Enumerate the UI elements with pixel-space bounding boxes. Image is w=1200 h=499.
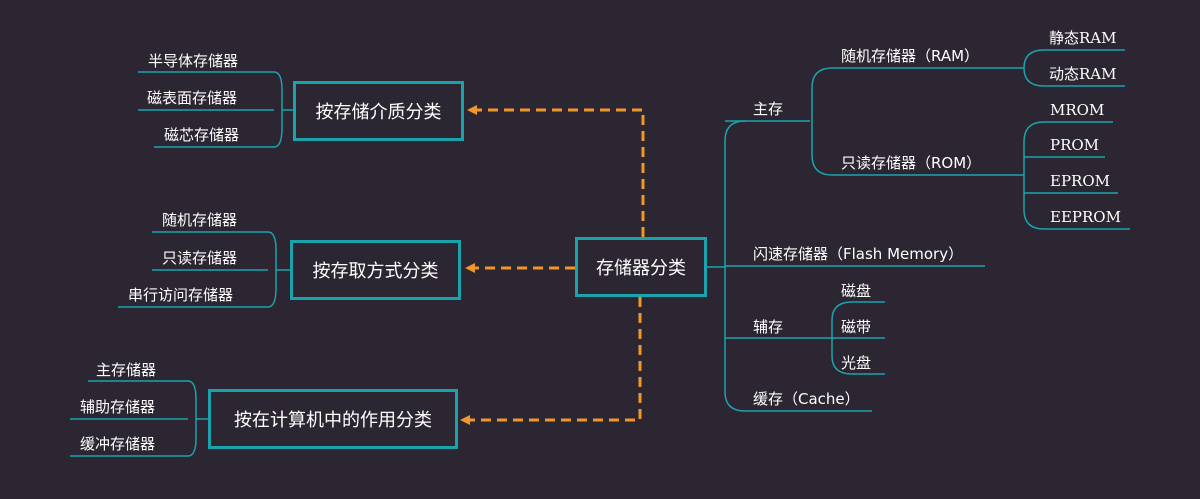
- leaf-magnetic-disk: 磁盘: [841, 282, 872, 300]
- category-box-role: 按在计算机中的作用分类: [208, 389, 458, 449]
- leaf-magnetic-tape: 磁带: [841, 318, 872, 336]
- category-box-access: 按存取方式分类: [290, 240, 461, 300]
- category-box-medium: 按存储介质分类: [293, 81, 464, 141]
- leaf-buffer-memory: 缓冲存储器: [80, 435, 156, 453]
- leaf-prom: PROM: [1050, 136, 1100, 154]
- leaf-auxiliary-memory: 辅助存储器: [80, 398, 156, 416]
- leaf-magnetic-surface-memory: 磁表面存储器: [147, 89, 238, 107]
- left-leaf-lines: [70, 71, 293, 457]
- leaf-mrom: MROM: [1050, 101, 1105, 119]
- dashed-arrows: [460, 105, 645, 425]
- node-flash-memory: 闪速存储器（Flash Memory）: [753, 245, 964, 263]
- leaf-static-ram: 静态RAM: [1049, 29, 1117, 47]
- leaf-read-only-memory: 只读存储器: [162, 249, 238, 267]
- leaf-dynamic-ram: 动态RAM: [1049, 65, 1117, 83]
- leaf-semiconductor-memory: 半导体存储器: [148, 52, 239, 70]
- node-ram: 随机存储器（RAM）: [841, 47, 980, 65]
- leaf-main-memory: 主存储器: [96, 361, 157, 379]
- node-main-memory: 主存: [753, 100, 784, 118]
- leaf-eprom: EPROM: [1050, 172, 1110, 190]
- arrow-to-medium-box: [467, 105, 645, 237]
- arrow-to-role-box: [460, 297, 642, 425]
- node-cache: 缓存（Cache）: [753, 390, 860, 408]
- leaf-magnetic-core-memory: 磁芯存储器: [164, 126, 240, 144]
- node-rom: 只读存储器（ROM）: [841, 154, 982, 172]
- node-auxiliary-storage: 辅存: [753, 318, 784, 336]
- leaf-serial-access-memory: 串行访问存储器: [128, 286, 234, 304]
- leaf-random-access-memory: 随机存储器: [162, 211, 238, 229]
- leaf-eeprom: EEPROM: [1050, 208, 1121, 226]
- leaf-optical-disc: 光盘: [841, 354, 872, 372]
- right-tree-lines: [707, 49, 1130, 412]
- center-node: 存储器分类: [575, 237, 707, 297]
